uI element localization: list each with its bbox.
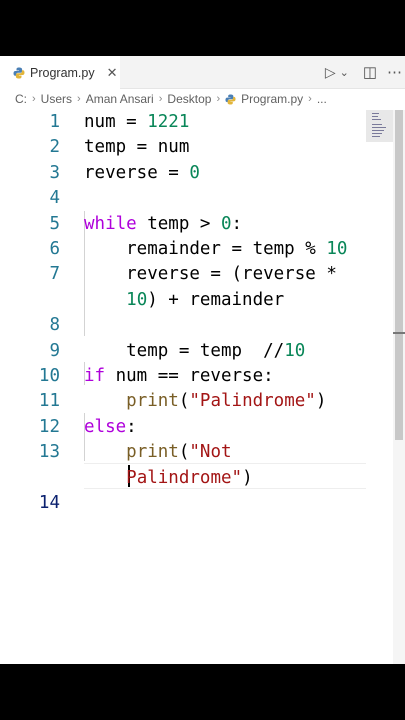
editor-actions: ▷ ⌄ ◫ ⋯ — [325, 56, 405, 88]
line-number: 1 — [49, 112, 60, 132]
code-text: else: — [84, 415, 137, 440]
code-token: "Palindrome" — [189, 391, 316, 412]
code-token: 10 — [126, 289, 148, 310]
code-token: ) — [315, 391, 327, 412]
tab-bar: Program.py ✕ ▷ ⌄ ◫ ⋯ — [0, 56, 405, 89]
line-number: 4 — [49, 188, 60, 209]
close-tab-icon[interactable]: ✕ — [106, 64, 118, 80]
text-cursor — [128, 465, 130, 487]
breadcrumb: C: › Users › Aman Ansari › Desktop › Pro… — [15, 92, 327, 106]
line-number: 2 — [49, 137, 60, 158]
vertical-scrollbar[interactable] — [393, 110, 405, 664]
current-line-highlight — [84, 463, 366, 489]
chevron-right-icon: › — [32, 93, 36, 105]
code-token: else — [84, 416, 127, 437]
code-token: temp > — [136, 213, 221, 234]
code-token: num = — [84, 112, 148, 132]
code-text: print("Not — [84, 440, 232, 465]
code-text: print("Palindrome") — [84, 389, 326, 414]
chevron-right-icon: › — [308, 93, 312, 105]
code-token: reverse = (reverse * — [84, 264, 337, 285]
indent-guide — [84, 413, 85, 461]
python-file-icon — [225, 93, 236, 105]
code-token: : — [231, 213, 243, 234]
code-token: 10 — [284, 340, 306, 361]
code-token: ) — [242, 467, 253, 488]
code-token: "Not — [189, 442, 232, 463]
code-text: temp = temp //10 — [84, 339, 305, 364]
breadcrumb-desktop[interactable]: Desktop — [167, 92, 212, 106]
tab-program-py[interactable]: Program.py ✕ — [0, 56, 120, 89]
line-number: 12 — [38, 416, 60, 437]
line-number: 9 — [49, 340, 60, 361]
line-number: 14 — [38, 493, 60, 513]
code-token: 0 — [189, 162, 200, 183]
indent-guide — [84, 211, 85, 336]
breadcrumb-user[interactable]: Aman Ansari — [85, 92, 154, 106]
editor-window: Program.py ✕ ▷ ⌄ ◫ ⋯ C: › Users › Aman A… — [0, 56, 405, 664]
tab-label: Program.py — [30, 65, 95, 80]
code-text: 10) + remainder — [84, 288, 284, 313]
code-token: ( — [178, 391, 190, 412]
python-file-icon — [13, 67, 25, 78]
line-number: 6 — [49, 239, 60, 259]
breadcrumb-drive[interactable]: C: — [15, 92, 27, 106]
code-text: num = 1221 — [84, 110, 189, 135]
line-number: 10 — [38, 366, 60, 386]
chevron-right-icon: › — [216, 93, 221, 105]
code-token: temp = temp // — [84, 340, 285, 361]
code-text: if num == reverse: — [84, 364, 274, 389]
breadcrumb-file[interactable]: Program.py — [241, 92, 304, 106]
code-token: num == reverse: — [105, 366, 274, 386]
code-token: 0 — [220, 213, 232, 234]
code-token: print — [126, 442, 179, 463]
run-menu-chevron-icon[interactable]: ⌄ — [339, 66, 349, 79]
line-number: 11 — [38, 391, 60, 412]
more-actions-icon[interactable]: ⋯ — [387, 64, 402, 81]
code-text: temp = num — [84, 135, 189, 160]
line-number: 5 — [49, 213, 60, 234]
code-token: temp = num — [84, 137, 190, 158]
code-token: ) + remainder — [147, 289, 285, 310]
code-token — [84, 442, 126, 462]
code-token: print — [126, 391, 179, 412]
code-text: while temp > 0: — [84, 212, 242, 237]
cursor-position-marker — [393, 332, 405, 334]
code-token: 1221 — [147, 112, 190, 132]
code-text: Palindrome") — [84, 466, 253, 491]
code-token — [84, 290, 126, 310]
line-number: 8 — [49, 315, 60, 336]
code-token — [84, 468, 126, 488]
code-token: if — [84, 366, 106, 386]
code-token: Palindrome" — [126, 467, 243, 488]
code-text: reverse = 0 — [84, 161, 200, 186]
code-token: : — [126, 416, 137, 437]
code-token: while — [84, 213, 137, 234]
line-number: 7 — [49, 264, 60, 285]
code-text: remainder = temp % 10 — [84, 237, 347, 262]
code-token: remainder = temp % — [84, 239, 327, 259]
code-token: ( — [178, 442, 190, 463]
indent-guide — [84, 362, 85, 385]
split-editor-icon[interactable]: ◫ — [362, 64, 377, 81]
chevron-right-icon: › — [77, 93, 81, 105]
code-token: 10 — [326, 239, 348, 259]
minimap[interactable] — [366, 110, 393, 142]
line-number: 3 — [49, 162, 60, 183]
code-token: reverse = — [84, 162, 190, 183]
breadcrumb-users[interactable]: Users — [40, 92, 73, 106]
code-text: reverse = (reverse * — [84, 262, 337, 287]
line-number: 13 — [38, 442, 60, 463]
run-icon[interactable]: ▷ — [324, 63, 336, 80]
scrollbar-thumb[interactable] — [395, 110, 403, 440]
code-token — [84, 391, 126, 411]
chevron-right-icon: › — [158, 93, 163, 105]
breadcrumb-symbols[interactable]: ... — [316, 92, 327, 106]
